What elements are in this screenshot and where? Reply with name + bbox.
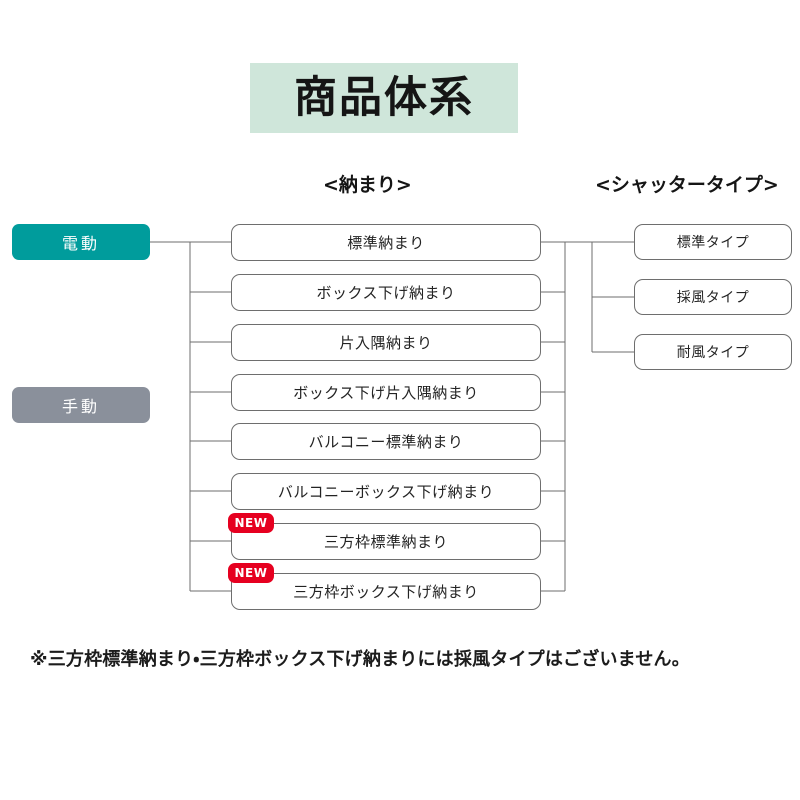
osamari-item-1[interactable]: ボックス下げ納まり [231,274,541,311]
drive-type-electric[interactable]: 電動 [12,224,150,260]
osamari-item-5[interactable]: バルコニーボックス下げ納まり [231,473,541,510]
new-badge-osamari-item-7: NEW [228,563,274,583]
osamari-item-0[interactable]: 標準納まり [231,224,541,261]
osamari-item-label: 三方枠ボックス下げ納まり [293,583,479,601]
shutter-type-label: 耐風タイプ [676,345,750,361]
osamari-item-label: バルコニー標準納まり [308,433,464,451]
shutter-type-2[interactable]: 耐風タイプ [634,334,792,370]
osamari-item-7[interactable]: 三方枠ボックス下げ納まり [231,573,541,610]
column-header-osamari: <納まり> [323,174,412,196]
shutter-type-label: 採風タイプ [676,290,750,306]
page-title-banner: 商品体系 [250,63,518,133]
footnote-text: ※三方枠標準納まり・三方枠ボックス下げ納まりには採風タイプはございません。 [30,649,690,670]
osamari-item-label: バルコニーボックス下げ納まり [277,483,495,501]
new-badge-osamari-item-6: NEW [228,513,274,533]
drive-type-manual-label: 手動 [61,397,100,416]
osamari-item-label: ボックス下げ納まり [316,284,456,302]
osamari-item-label: 片入隅納まり [339,334,433,352]
osamari-item-4[interactable]: バルコニー標準納まり [231,423,541,460]
osamari-item-3[interactable]: ボックス下げ片入隅納まり [231,374,541,411]
osamari-item-6[interactable]: 三方枠標準納まり [231,523,541,560]
page-title: 商品体系 [294,72,474,123]
osamari-item-2[interactable]: 片入隅納まり [231,324,541,361]
shutter-type-0[interactable]: 標準タイプ [634,224,792,260]
column-header-shutter-type: <シャッタータイプ> [595,174,779,196]
osamari-item-label: 標準納まり [347,234,425,252]
shutter-type-1[interactable]: 採風タイプ [634,279,792,315]
drive-type-electric-label: 電動 [61,234,100,253]
osamari-item-label: 三方枠標準納まり [323,533,448,551]
shutter-type-label: 標準タイプ [676,235,750,251]
osamari-item-label: ボックス下げ片入隅納まり [293,384,479,402]
drive-type-manual[interactable]: 手動 [12,387,150,423]
